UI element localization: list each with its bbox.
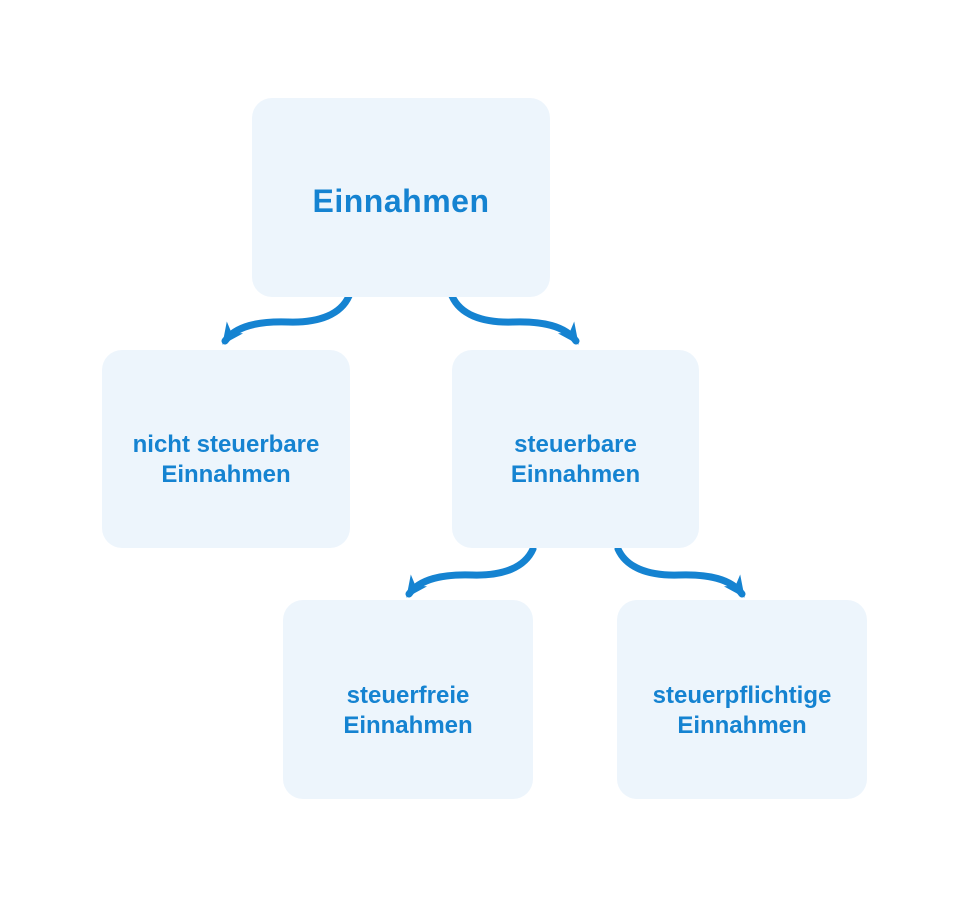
node-steuerbare-einnahmen-label: steuerbare Einnahmen [510,431,641,488]
node-einnahmen-label: Einnahmen [312,182,490,219]
node-steuerfreie-einnahmen-label: steuerfreie Einnahmen [343,681,473,739]
node-nicht-steuerbare-einnahmen-label: nicht steuerbare Einnahmen [132,431,320,488]
arrow-root-to-left [221,292,353,345]
arrow-right-to-bottom-right [614,545,746,598]
arrow-root-to-right [448,292,580,345]
arrow-right-to-bottom-left [405,545,537,598]
node-steuerfreie-einnahmen: steuerfreie Einnahmen [283,600,533,799]
node-steuerbare-einnahmen: steuerbare Einnahmen [452,350,699,548]
node-einnahmen: Einnahmen [252,98,550,297]
node-nicht-steuerbare-einnahmen: nicht steuerbare Einnahmen [102,350,350,548]
node-steuerpflichtige-einnahmen: steuerpflichtige Einnahmen [617,600,867,799]
node-steuerpflichtige-einnahmen-label: steuerpflichtige Einnahmen [652,681,832,739]
